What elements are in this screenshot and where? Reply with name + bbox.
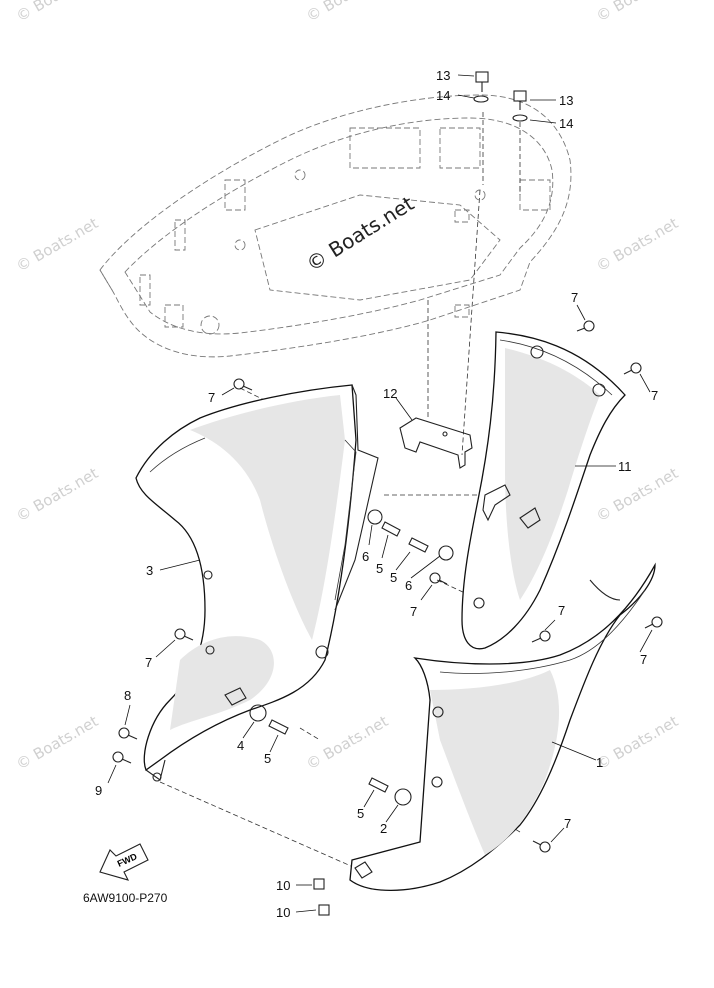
screw-7-e <box>174 628 194 641</box>
watermark: © Boats.net <box>13 0 101 25</box>
washer-14-left <box>473 95 489 103</box>
part-3-port-side-cover <box>135 384 379 782</box>
bolt-13-left <box>475 71 489 92</box>
nut-10-lower <box>318 904 330 916</box>
callout-7: 7 <box>651 388 658 403</box>
callout-6: 6 <box>362 549 369 564</box>
watermark: © Boats.net <box>303 712 391 773</box>
callout-13: 13 <box>559 93 573 108</box>
callout-7: 7 <box>640 652 647 667</box>
grommet-6-right <box>438 545 454 561</box>
screw-8 <box>118 727 138 740</box>
callout-3: 3 <box>146 563 153 578</box>
collar-5-d <box>368 777 389 793</box>
callout-10: 10 <box>276 905 290 920</box>
watermark: © Boats.net <box>13 712 101 773</box>
watermark: © Boats.net <box>593 464 681 525</box>
screw-9 <box>112 751 132 764</box>
callout-1: 1 <box>596 755 603 770</box>
collar-5-b <box>408 537 429 553</box>
callout-9: 9 <box>95 783 102 798</box>
callout-7: 7 <box>410 604 417 619</box>
callout-4: 4 <box>237 738 244 753</box>
part-1-front-cover <box>349 562 656 892</box>
screw-7-g <box>644 616 663 629</box>
callout-5: 5 <box>390 570 397 585</box>
grommet-4 <box>249 704 267 722</box>
diagram-code: 6AW9100-P270 <box>83 891 168 905</box>
callout-7: 7 <box>145 655 152 670</box>
leader-lines <box>107 74 653 913</box>
callout-5: 5 <box>264 751 271 766</box>
bolt-13-right <box>513 90 527 110</box>
watermark: © Boats.net <box>303 0 391 25</box>
callout-14: 14 <box>559 116 573 131</box>
screw-7-c <box>623 362 642 375</box>
callout-7: 7 <box>564 816 571 831</box>
collar-5-a <box>381 521 401 537</box>
nut-10-upper <box>313 878 325 890</box>
callout-10: 10 <box>276 878 290 893</box>
part-12-bracket <box>399 417 473 469</box>
watermark: © Boats.net <box>593 0 681 25</box>
watermark: © Boats.net <box>593 712 681 773</box>
screw-7-f <box>531 630 551 643</box>
callout-7: 7 <box>558 603 565 618</box>
callout-2: 2 <box>380 821 387 836</box>
callout-14: 14 <box>436 88 450 103</box>
callout-5: 5 <box>376 561 383 576</box>
part-11-starboard-side-cover <box>461 331 626 650</box>
screw-7-b <box>576 320 595 332</box>
screw-7-d <box>429 572 448 585</box>
callout-labels: 13 14 13 14 7 7 7 12 11 3 6 5 5 6 7 7 7 … <box>95 68 658 920</box>
callout-6: 6 <box>405 578 412 593</box>
callout-5: 5 <box>357 806 364 821</box>
screw-7-a <box>233 378 253 391</box>
fasteners <box>112 71 663 916</box>
watermark: © Boats.net <box>13 464 101 525</box>
callout-7: 7 <box>571 290 578 305</box>
callout-12: 12 <box>383 386 397 401</box>
screw-7-h <box>532 840 551 853</box>
callout-7: 7 <box>208 390 215 405</box>
callout-11: 11 <box>618 459 632 474</box>
center-watermark: © Boats.net <box>302 191 418 276</box>
grommet-2 <box>394 788 412 806</box>
washer-14-right <box>512 114 528 122</box>
watermark: © Boats.net <box>593 214 681 275</box>
bottom-cowling: © Boats.net <box>99 94 572 358</box>
callout-8: 8 <box>124 688 131 703</box>
callout-13: 13 <box>436 68 450 83</box>
fwd-arrow: FWD <box>99 843 149 881</box>
grommet-6-left <box>367 509 383 525</box>
watermark: © Boats.net <box>13 214 101 275</box>
collar-5-c <box>268 719 289 735</box>
